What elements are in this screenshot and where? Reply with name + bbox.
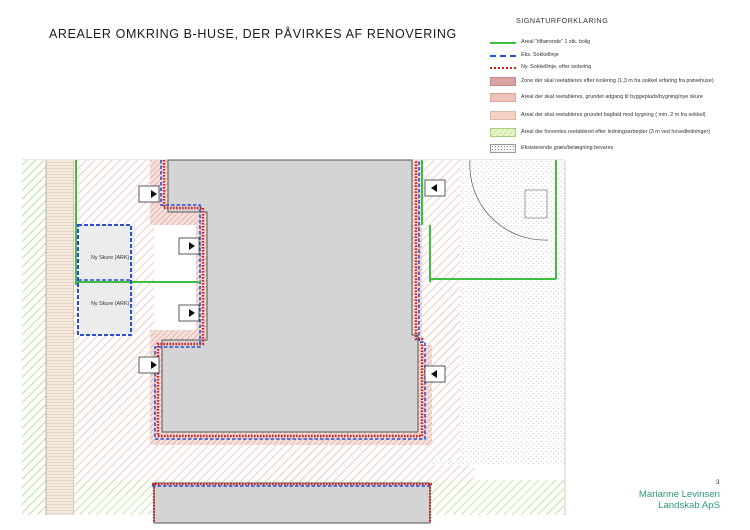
legend-label: Eks. Sokkellinje [521, 52, 559, 58]
legend-title: SIGNATURFORKLARING [516, 16, 609, 25]
red-dotted-swatch [490, 63, 516, 72]
legend-item: Areal der skal reetableres, grundet adga… [490, 93, 748, 103]
door-symbol [424, 365, 446, 383]
legend: SIGNATURFORKLARING Areal "tilhørende" 1 … [485, 16, 747, 158]
building-footprint [161, 159, 419, 433]
legend-item: Eksisterende græs/belægning bevares [490, 144, 748, 154]
shed-label-2: Ny Skure (ARK) [91, 301, 130, 307]
path-strip [46, 160, 74, 515]
legend-label: Areal der forventes reetableret efter le… [521, 129, 711, 135]
zone-swatch [490, 144, 516, 153]
legend-label: Ny. Sokkellinje, efter isolering [521, 64, 592, 70]
property-boundary [75, 160, 557, 285]
legend-label: Areal der skal reetableres grundet bagfa… [521, 112, 706, 118]
zone-swatch [490, 111, 516, 120]
zone-swatch [490, 128, 516, 137]
door-symbol [138, 356, 160, 374]
legend-label: Areal der skal reetableres, grundet adga… [521, 94, 703, 100]
next-building [153, 482, 431, 524]
door-symbol [178, 237, 200, 255]
door-symbol [138, 185, 160, 203]
utility-zone-left [22, 160, 46, 515]
page-number: 3 [716, 479, 720, 486]
existing-plinth-line [154, 160, 426, 440]
legend-item: Zone der skal reetableres efter isolerin… [490, 77, 748, 87]
legend-label: Eksisterende græs/belægning bevares [521, 145, 614, 151]
company-logo: Marianne Levinsen Landskab ApS [620, 489, 720, 511]
shed-label-1: Ny Skure (ARK) [91, 255, 130, 261]
legend-label: Zone der skal reetableres efter isolerin… [521, 78, 714, 84]
legend-label: Areal "tilhørende" 1 stk. bolig [521, 39, 591, 45]
company-name-line2: Landskab ApS [658, 500, 720, 511]
legend-item: Areal der skal reetableres grundet bagfa… [490, 111, 748, 121]
legend-item: Areal der forventes reetableret efter le… [490, 128, 748, 138]
page-title: AREALER OMKRING B-HUSE, DER PÅVIRKES AF … [49, 27, 457, 41]
legend-item: Areal "tilhørende" 1 stk. bolig [490, 38, 748, 48]
door-symbol [178, 304, 200, 322]
zone-swatch [490, 93, 516, 102]
blue-dashed-swatch [490, 51, 516, 60]
company-name-line1: Marianne Levinsen [638, 489, 720, 500]
legend-item: Ny. Sokkellinje, efter isolering [490, 63, 748, 73]
green-line-swatch [490, 38, 516, 47]
door-symbol [424, 179, 446, 197]
zone-swatch [490, 77, 516, 86]
legend-item: Eks. Sokkellinje [490, 51, 748, 61]
